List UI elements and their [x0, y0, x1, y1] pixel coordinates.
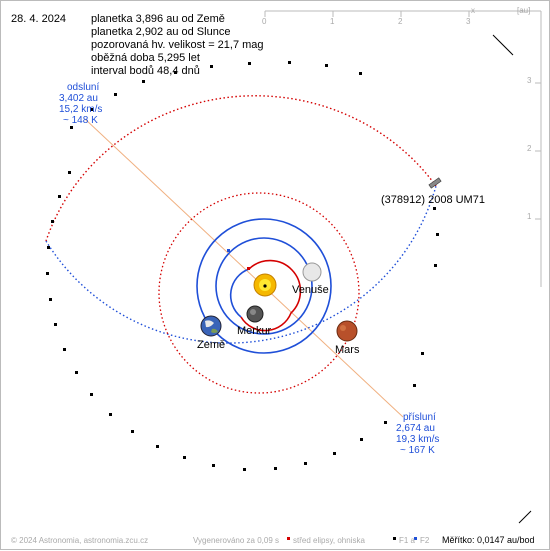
mars-orbit	[158, 192, 360, 394]
venus-orbit	[215, 237, 313, 335]
footer-scale: Měřítko: 0,0147 au/bod	[442, 535, 535, 545]
x-tick-2: 2	[398, 17, 403, 26]
info-line-magnitude: pozorovaná hv. velikost = 21,7 mag	[91, 39, 264, 51]
footer-legend-f2: F2	[420, 536, 430, 545]
aphelion-title: odsluní	[67, 82, 100, 93]
corner-marks	[492, 34, 532, 524]
info-line-sun-distance: planetka 2,902 au od Slunce	[91, 26, 231, 38]
earth-label: Země	[197, 339, 226, 351]
info-line-period: oběžná doba 5,295 let	[91, 52, 200, 64]
venus-label: Venuše	[292, 284, 329, 296]
orbit-points	[46, 61, 439, 471]
mercury-orbit-blue	[229, 268, 250, 318]
info-line-interval: interval bodů 48,4 dnů	[91, 65, 200, 77]
info-line-earth-distance: planetka 3,896 au od Země	[91, 13, 225, 25]
venus-planet-icon	[302, 262, 322, 282]
footer-copyright: © 2024 Astronomia, astronomia.zcu.cz	[11, 536, 149, 545]
perihelion-speed: 19,3 km/s	[396, 434, 440, 445]
x-tick-1: 1	[330, 17, 335, 26]
earth-orbit	[196, 218, 332, 354]
footer-legend-center: střed elipsy, ohniska	[293, 536, 365, 545]
earth-planet-icon	[200, 315, 222, 337]
footer-legend-f1: F1 a	[399, 536, 416, 545]
mars-planet-icon	[336, 320, 358, 342]
mercury-planet-icon	[246, 305, 264, 323]
x-tick-0: 0	[262, 17, 267, 26]
mercury-label: Merkur	[237, 325, 272, 337]
date-label: 28. 4. 2024	[11, 13, 67, 25]
asteroid-orbit	[45, 95, 437, 344]
legend-symbols	[287, 537, 417, 540]
aphelion-temp: ~ 148 K	[63, 115, 98, 126]
asteroid-marker-icon	[428, 177, 442, 189]
inner-orbit-markers	[227, 249, 250, 270]
x-tick-3: 3	[466, 17, 471, 26]
y-tick-3: 3	[527, 76, 532, 85]
x-axis	[264, 10, 541, 17]
footer-generated: Vygenerováno za 0,09 s	[193, 536, 279, 545]
asteroid-name-label: (378912) 2008 UM71	[381, 194, 485, 206]
y-axis	[535, 11, 542, 287]
mercury-orbit-red	[240, 259, 302, 332]
unit-label: [au]	[517, 6, 531, 15]
sun-icon	[253, 273, 277, 297]
aphelion-distance: 3,402 au	[59, 93, 98, 104]
x-axis-label: x	[471, 6, 475, 15]
perihelion-title: přísluní	[403, 412, 436, 423]
perihelion-distance: 2,674 au	[396, 423, 435, 434]
mars-label: Mars	[335, 344, 360, 356]
y-tick-1: 1	[527, 212, 532, 221]
perihelion-temp: ~ 167 K	[400, 445, 435, 456]
y-tick-2: 2	[527, 144, 532, 153]
apsidal-line	[84, 118, 404, 418]
aphelion-speed: 15,2 km/s	[59, 104, 103, 115]
